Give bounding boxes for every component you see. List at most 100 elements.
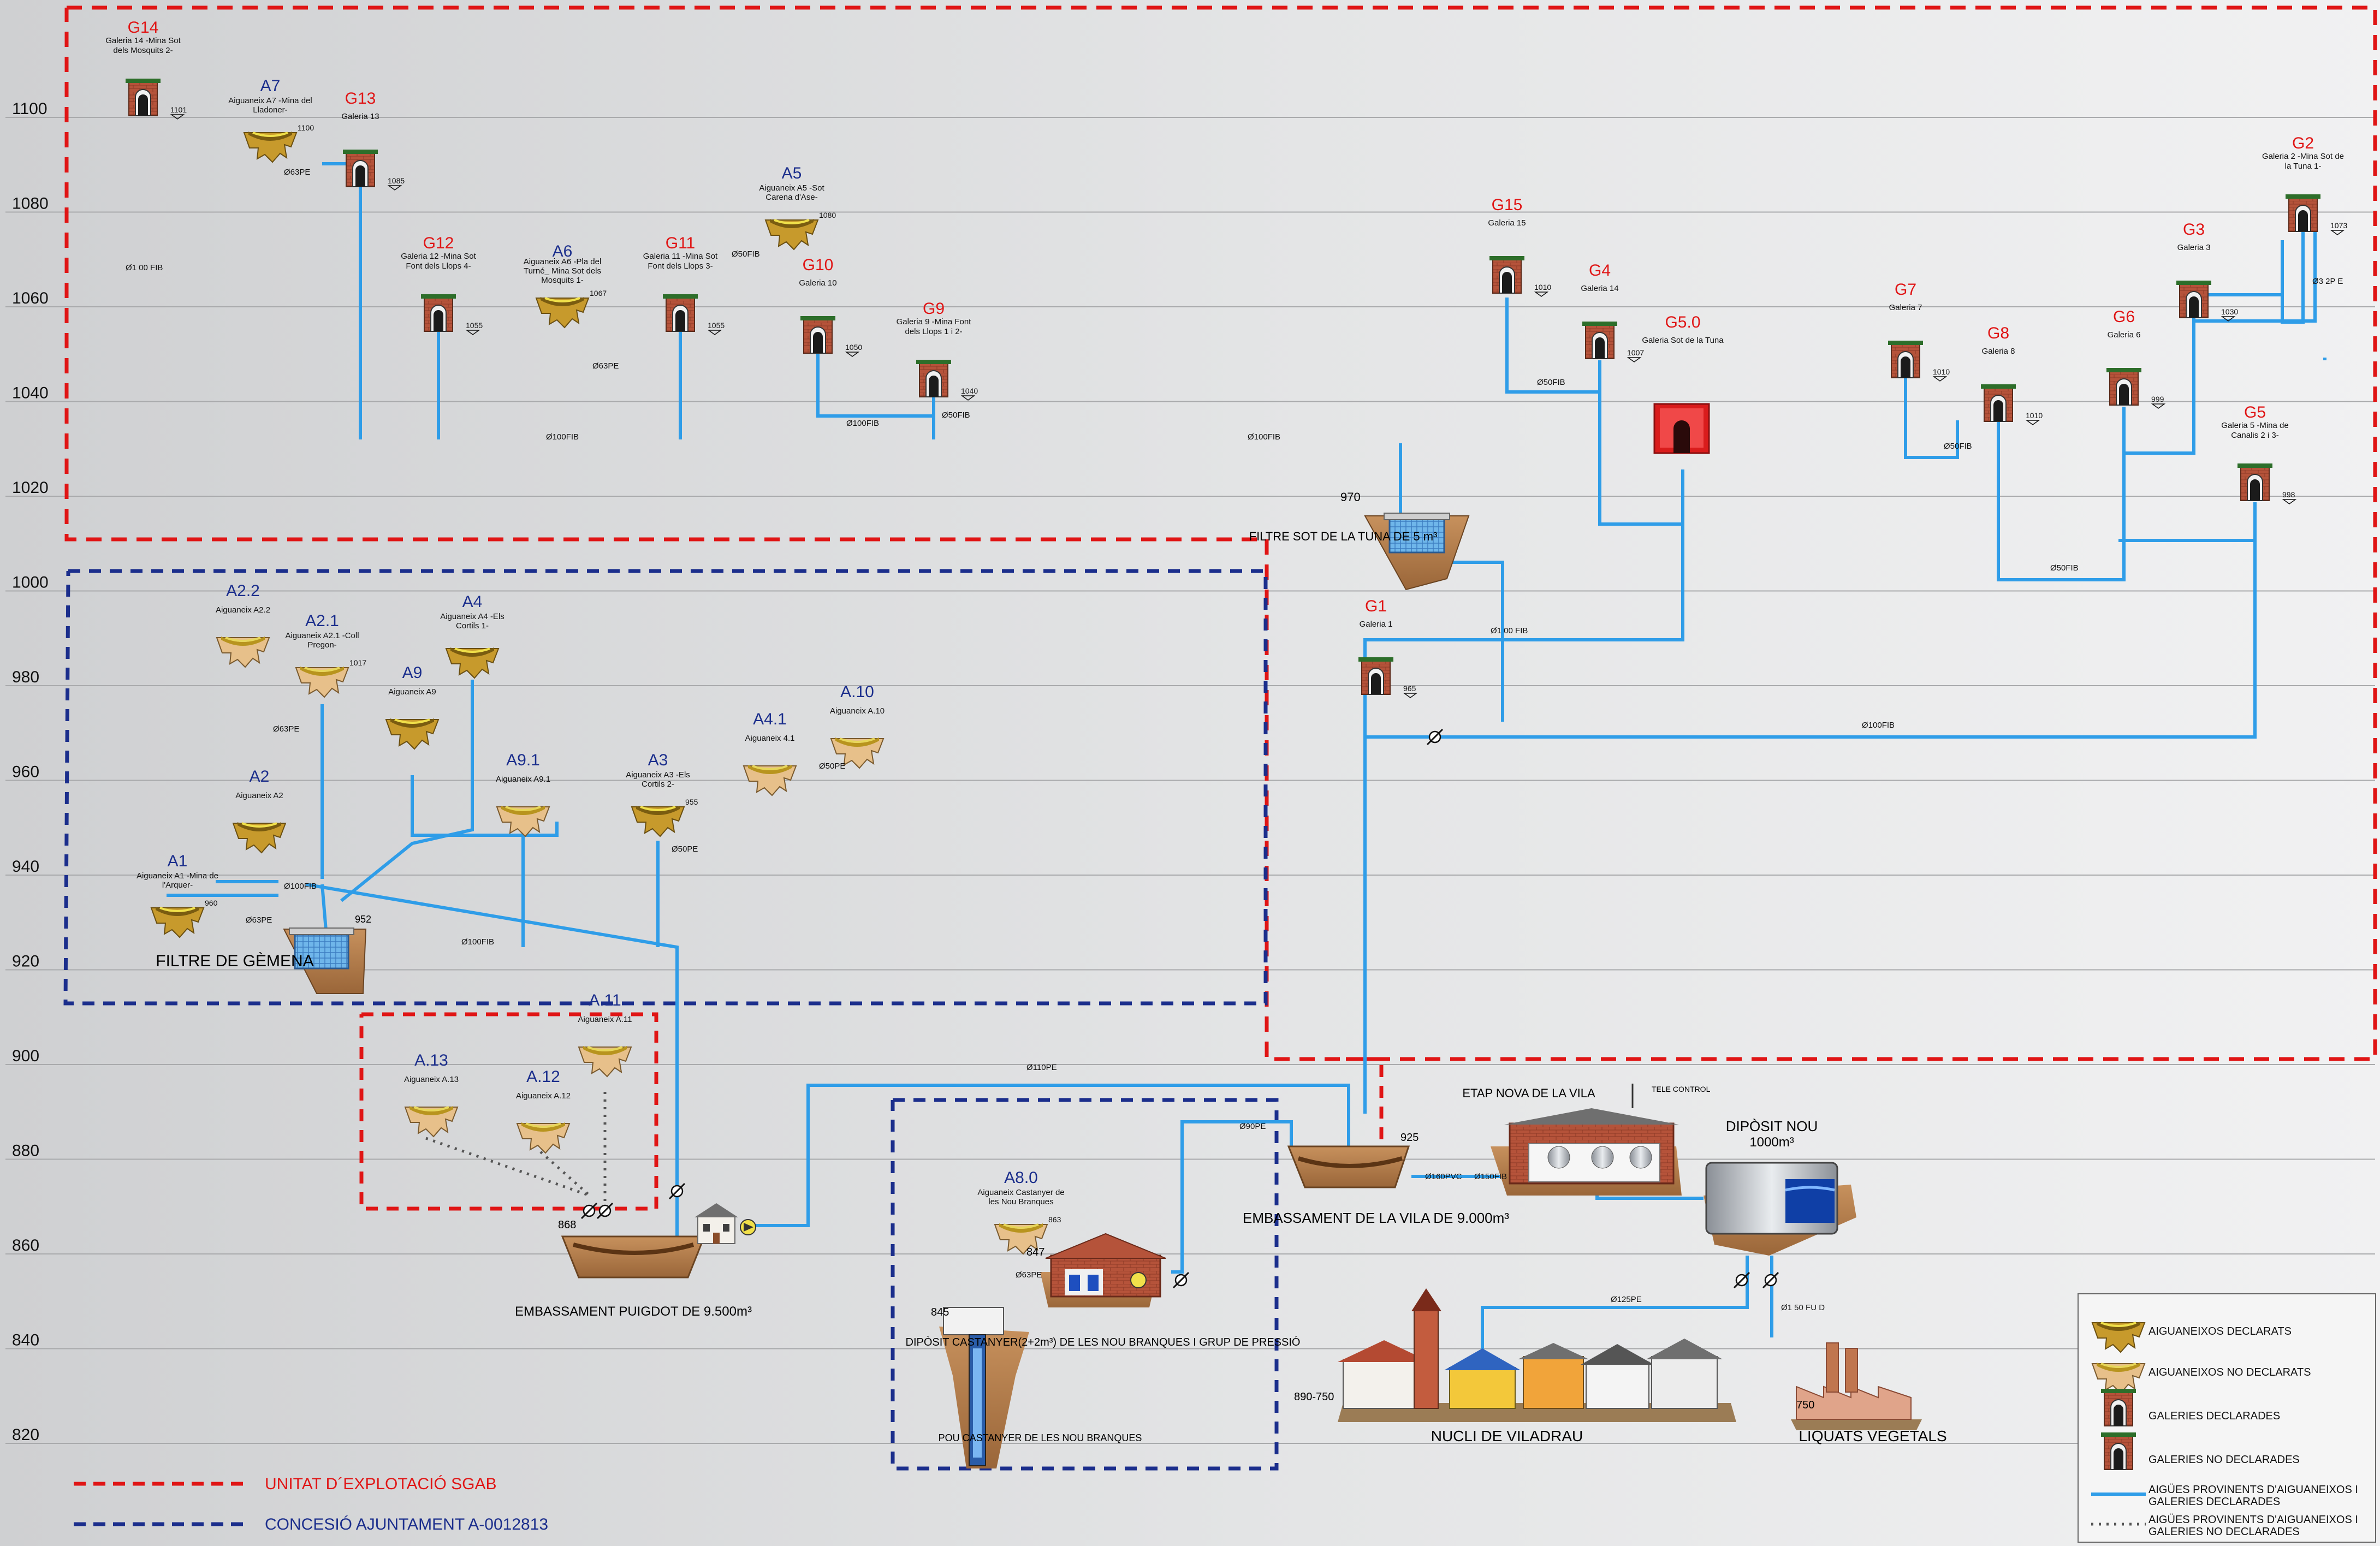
elevation-tick-labels: 1100108010601040102010009809609409209008… (12, 100, 49, 1444)
level-marker-icon (2151, 403, 2166, 409)
aiguaneix-id-a9: A9 (402, 664, 423, 682)
liquats-vegetals-factory (1791, 1342, 1922, 1430)
level-marker-icon (465, 330, 480, 335)
level-marker-icon (2025, 420, 2040, 425)
gallery-id-g2: G2 (2292, 134, 2314, 152)
filtre-gemena-level: 952 (355, 914, 371, 925)
pipe-label: Ø50FIB (1944, 442, 1972, 451)
tick-label-820: 820 (12, 1426, 39, 1444)
gallery-desc-line: Galeria 5 -Mina de (2221, 421, 2288, 430)
gallery-desc-line: Galeria 11 -Mina Sot (643, 252, 718, 261)
pipe-label: Ø150FIB (1474, 1172, 1507, 1181)
filtre-tuna-label: FILTRE SOT DE LA TUNA DE 5 m³ (1249, 530, 1438, 543)
gallery-level: 998 (2282, 490, 2295, 499)
gallery-level: 1055 (466, 321, 483, 330)
nucli-viladrau-village (1338, 1288, 1736, 1422)
embassament-vila-label: EMBASSAMENT DE LA VILA DE 9.000m³ (1243, 1210, 1509, 1226)
tick-label-1040: 1040 (12, 384, 49, 402)
tick-label-880: 880 (12, 1142, 39, 1160)
pipe-label: Ø63PE (273, 724, 299, 734)
aiguaneix-desc-line: Aiguaneix A1 -Mina de (136, 871, 218, 881)
structure-labels: FILTRE DE GÈMENA 952 FILTRE SOT DE LA TU… (156, 490, 1946, 1444)
gallery-id-g4: G4 (1589, 261, 1611, 280)
pipe-label: Ø63PE (246, 915, 272, 925)
aiguaneix-desc-line: Mosquits 1- (541, 276, 584, 285)
aiguaneix-level: 1017 (349, 658, 366, 667)
pipe-label: Ø1 50 FU D (1781, 1303, 1825, 1312)
pipe-label: Ø1 00 FIB (126, 263, 163, 272)
gallery-id-g15: G15 (1492, 196, 1523, 214)
level-marker-icon (2282, 499, 2297, 504)
gallery-desc-line: Galeria 14 -Mina Sot (105, 36, 181, 45)
liquats-label: LIQUATS VEGETALS (1799, 1428, 1946, 1444)
gallery-id-g12: G12 (423, 234, 454, 252)
tick-label-1060: 1060 (12, 289, 49, 307)
level-marker-icon (1534, 292, 1549, 297)
pipe-label: Ø50PE (819, 762, 845, 771)
aiguaneix-desc-line: Aiguaneix A9.1 (496, 775, 550, 784)
gallery-id-g1: G1 (1365, 597, 1387, 615)
aiguaneix-desc-line: Cortils 1- (456, 621, 489, 631)
aiguaneix-desc-line: Lladoner- (253, 105, 287, 115)
pou-castanyer-well (939, 1307, 1029, 1468)
embassament-vila-level: 925 (1400, 1132, 1418, 1144)
pipe-label: Ø50PE (672, 845, 698, 854)
aiguaneix-desc-line: Turné_ Mina Sot dels (524, 266, 601, 276)
aiguaneix-desc-line: Aiguaneix A.10 (830, 706, 885, 716)
sgab-zone-boundary-small (359, 1012, 658, 1211)
gallery-desc-line: la Tuna 1- (2285, 162, 2322, 171)
gallery-desc-line: Galeria 15 (1488, 218, 1526, 228)
gallery-desc-line: Galeria 1 (1360, 620, 1393, 629)
galeria-undeclared-icon (2100, 1432, 2136, 1470)
gallery-desc-line: Galeria 6 (2108, 330, 2141, 340)
gallery-desc-line: Galeria 10 (799, 278, 836, 288)
elevation-gridlines (5, 117, 2375, 1444)
aiguaneix-id-a3: A3 (648, 751, 668, 769)
gallery-level: 965 (1403, 684, 1416, 693)
aiguaneix-desc-line: Aiguaneix Castanyer de (977, 1188, 1064, 1197)
aiguaneix-desc-line: Aiguaneix A5 -Sot (759, 183, 824, 193)
gallery-desc-line: Galeria 7 (1889, 303, 1922, 312)
level-marker-icon (960, 395, 976, 401)
pipe-label: Ø3 2P E (2312, 277, 2343, 286)
etap-label: ETAP NOVA DE LA VILA (1462, 1086, 1595, 1100)
pipe-label: Ø50FIB (732, 249, 760, 259)
tick-label-1020: 1020 (12, 479, 49, 497)
pipe-label: Ø63PE (1016, 1270, 1042, 1280)
gallery-id-g11: G11 (666, 234, 695, 252)
level-marker-icon (707, 330, 722, 335)
aiguaneix-desc-line: Aiguaneix A.13 (404, 1075, 459, 1084)
diposit-castanyer-building (1040, 1233, 1166, 1307)
gallery-level: 1030 (2221, 307, 2238, 316)
gallery-desc-line: Canalis 2 i 3- (2231, 431, 2279, 440)
legend-item-1: AIGUANEIXOS NO DECLARATS (2091, 1361, 2311, 1394)
gallery-desc-line: Galeria 13 (341, 112, 379, 121)
pipe-label: Ø50FIB (942, 411, 970, 420)
level-marker-icon (170, 114, 185, 120)
legend-item-0: AIGUANEIXOS DECLARATS (2091, 1321, 2292, 1353)
tick-label-860: 860 (12, 1236, 39, 1254)
legend-label-1: AIGUANEIXOS NO DECLARATS (2148, 1366, 2311, 1378)
aiguaneix-id-a8-0: A8.0 (1004, 1169, 1038, 1187)
gallery-level: 1085 (388, 176, 405, 185)
tick-label-1000: 1000 (12, 574, 49, 592)
